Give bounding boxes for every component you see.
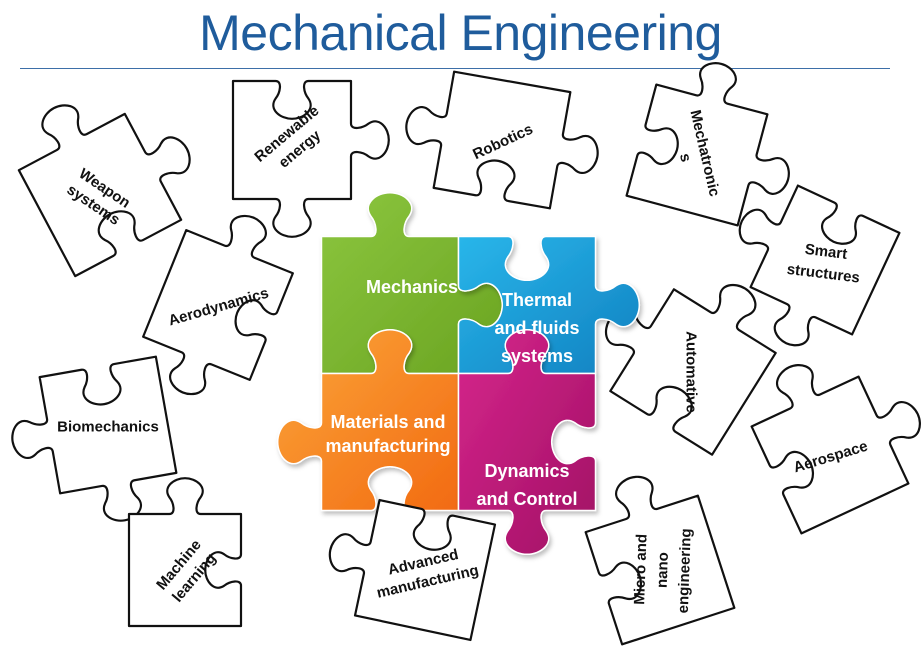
topic-label-micro-nano-engineering-line-2: nano [654, 552, 672, 588]
core-piece-materials [276, 328, 460, 512]
topic-piece-shape-machine-learning [127, 477, 243, 628]
topic-piece-shape-robotics [405, 70, 599, 210]
core-label-dynamics-line-2: and Control [477, 489, 578, 509]
topic-label-biomechanics: Biomechanics [57, 419, 159, 436]
topic-label-smart-structures-line-1: Smart [804, 241, 848, 263]
core-label-thermal-line-1: Thermal [502, 290, 572, 310]
topic-label-micro-nano-engineering-line-3: engineering [675, 528, 695, 614]
core-label-dynamics: Dynamics and Control [477, 461, 578, 509]
topic-label-automative: Automative [682, 331, 699, 413]
topic-label-biomechanics-line-1: Biomechanics [57, 419, 159, 436]
topic-piece-robotics: Robotics [405, 70, 599, 210]
topic-label-mechatronics-line-2: s [676, 152, 694, 164]
topic-piece-shape-biomechanics [11, 355, 178, 522]
core-label-thermal-line-2: and fluids [495, 318, 580, 338]
title-divider [20, 68, 890, 69]
topic-piece-shape-aerospace [750, 364, 921, 535]
topic-piece-shape-weapon-systems [17, 104, 191, 278]
core-label-materials-line-2: manufacturing [325, 436, 450, 456]
topic-piece-shape-aerodynamics [142, 214, 294, 396]
page-title: Mechanical Engineering [199, 5, 722, 61]
topic-piece-shape-renewable-energy [231, 79, 390, 238]
topic-piece-shape-mechatronics [625, 62, 790, 227]
topic-piece-shape-advanced-manufacturing [328, 498, 497, 642]
topic-label-micro-nano-engineering-line-1: Micro and [631, 534, 650, 605]
topic-piece-automative: Automative [604, 283, 777, 456]
core-label-dynamics-line-1: Dynamics [484, 461, 569, 481]
core-piece-dynamics [457, 328, 597, 556]
topic-piece-aerodynamics: Aerodynamics [142, 214, 294, 396]
core-label-thermal: Thermal and fluids systems [495, 290, 580, 366]
core-label-materials-line-1: Materials and [330, 412, 445, 432]
core-label-mechanics-line-1: Mechanics [366, 277, 458, 297]
topic-piece-biomechanics: Biomechanics [11, 355, 178, 522]
topic-piece-shape-smart-structures [738, 184, 901, 347]
topic-piece-shape-micro-nano-engineering [584, 475, 736, 646]
core-piece-shape-materials [276, 328, 460, 512]
topic-label-automative-line-1: Automative [682, 331, 699, 413]
topic-piece-aerospace: Aerospace [750, 364, 921, 535]
core-piece-shape-dynamics [457, 328, 597, 556]
core-label-materials: Materials and manufacturing [325, 412, 450, 456]
core-label-thermal-line-3: systems [501, 346, 573, 366]
core-label-mechanics: Mechanics [366, 277, 458, 297]
